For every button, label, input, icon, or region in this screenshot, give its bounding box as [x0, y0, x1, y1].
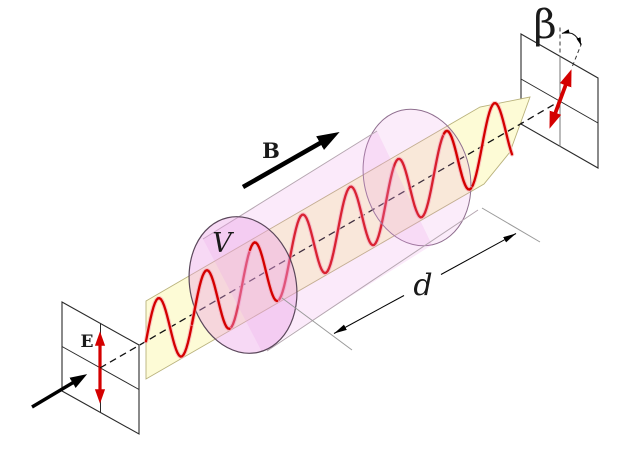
- rotation-angle-arc-left: [561, 29, 573, 34]
- cylinder-front-face: [188, 216, 298, 354]
- dimension-arrow-left: [333, 295, 405, 334]
- incoming-light-arrow: [31, 374, 88, 409]
- dimension-arrow-right: [440, 233, 517, 275]
- polarization-direction-dashed: [572, 43, 582, 67]
- length-dimension: d: [281, 207, 541, 351]
- e-field-label: E: [81, 332, 94, 352]
- cylinder-body: [203, 131, 432, 352]
- magnetic-field-arrow: [241, 131, 340, 189]
- sample-cylinder: V: [188, 108, 479, 354]
- dimension-extension-ticks: [281, 207, 541, 351]
- light-wave-front-segments: [190, 128, 473, 331]
- verdet-constant-label: V: [212, 228, 234, 259]
- magnetic-field-label: B: [262, 138, 280, 163]
- analyzer-polarization-arrow: [549, 69, 572, 129]
- rotation-angle-label: β: [533, 2, 556, 48]
- cylinder-back-face: [362, 108, 472, 247]
- rotated-polarization: β: [533, 2, 582, 129]
- cylinder-silhouette-lines: [202, 130, 479, 352]
- rotation-angle-arc-right: [571, 33, 582, 46]
- length-label: d: [413, 268, 432, 303]
